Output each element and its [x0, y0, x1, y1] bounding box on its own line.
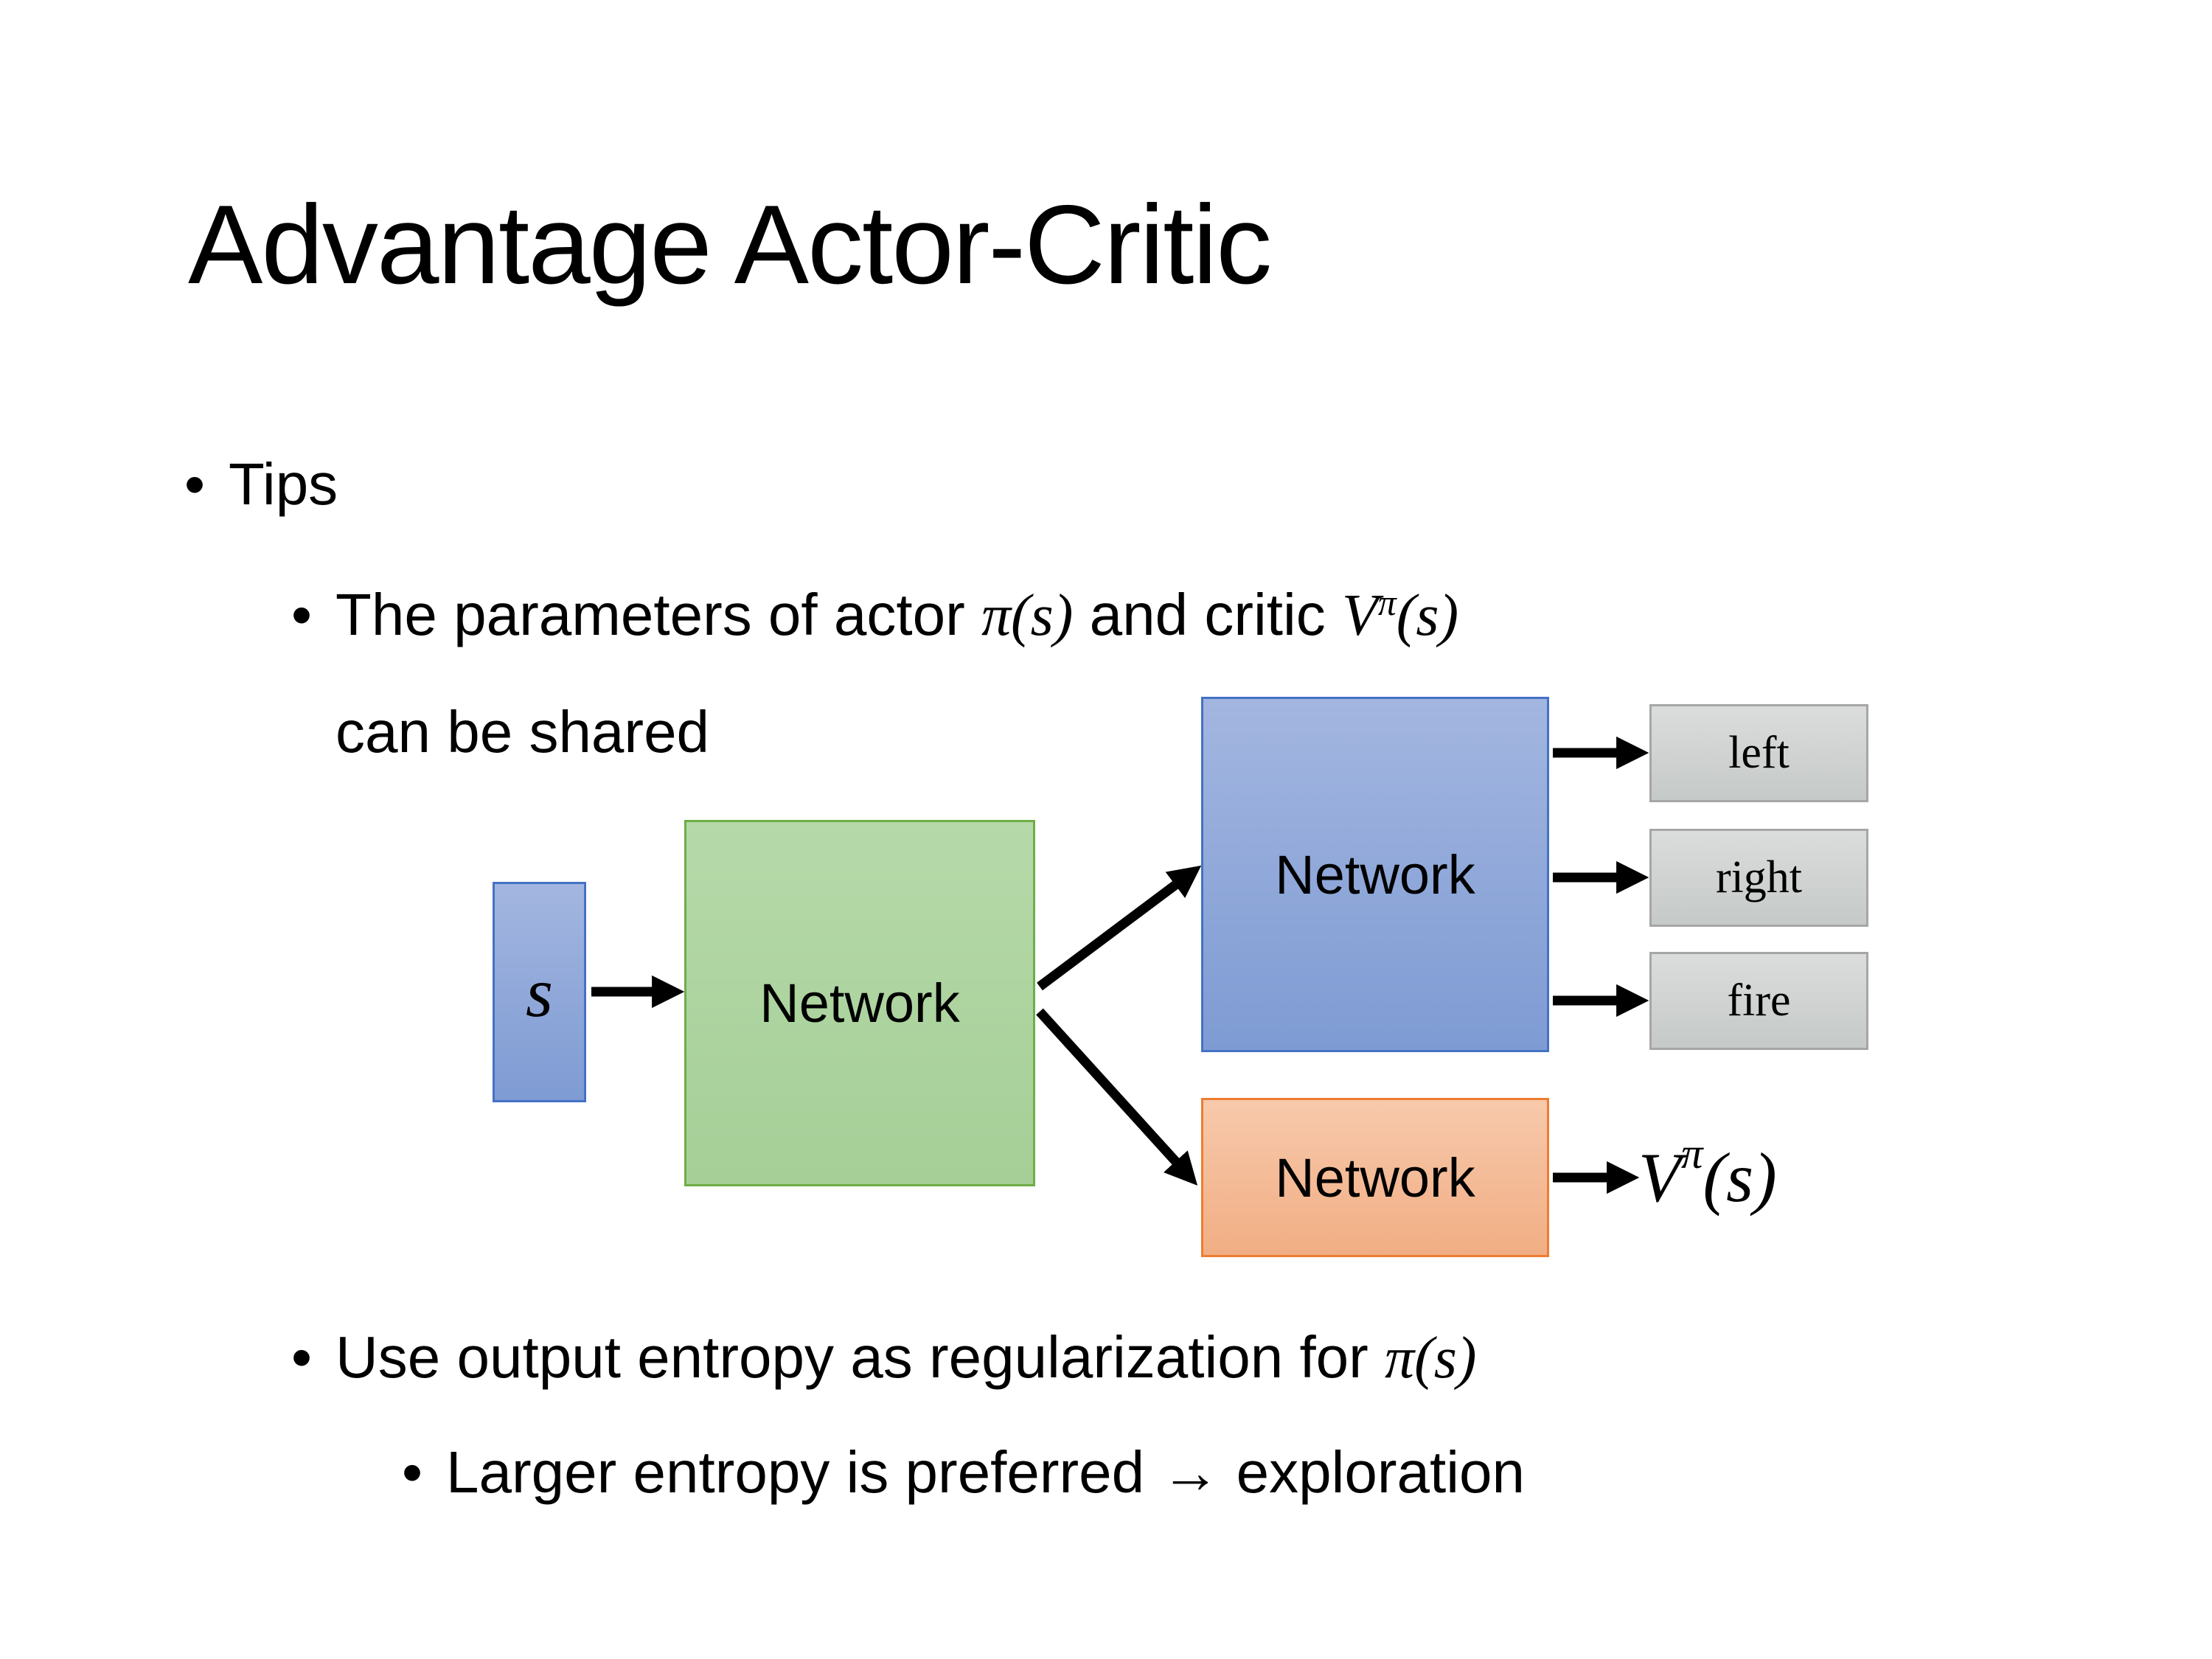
bullet-exploration-text: Larger entropy is preferred → exploratio… [446, 1439, 1525, 1505]
critic-value-args: (s) [1396, 583, 1459, 648]
bullet-shared-params-text: The parameters of actor π(s) and critic … [335, 560, 1458, 787]
bullet-entropy: • Use output entropy as regularization f… [291, 1314, 1477, 1402]
entropy-pre: Use output entropy as regularization for [335, 1324, 1385, 1390]
bullet-shared-params: • The parameters of actor π(s) and criti… [291, 560, 1458, 787]
bullet-icon: • [291, 1324, 313, 1390]
critic-output-base: V [1638, 1138, 1682, 1217]
shared-params-mid: and critic [1073, 582, 1343, 647]
critic-value-base: V [1342, 583, 1378, 648]
action-left-label: left [1728, 728, 1790, 778]
input-state-label: s [526, 953, 553, 1032]
critic-value-sup: π [1377, 582, 1397, 623]
bullet-icon: • [291, 582, 313, 647]
actor-policy-math: π(s) [981, 583, 1074, 648]
arrow-shared-to-actor [1037, 865, 1202, 991]
action-left-box: left [1649, 704, 1868, 802]
shared-params-line2: can be shared [335, 699, 710, 765]
bullet-entropy-text: Use output entropy as regularization for… [335, 1314, 1477, 1402]
actor-network-label: Network [1275, 844, 1475, 905]
action-right-label: right [1715, 852, 1803, 902]
action-right-box: right [1649, 829, 1868, 927]
input-state-box: s [493, 882, 586, 1102]
bullet-icon: • [402, 1439, 423, 1505]
critic-output-sup: π [1681, 1129, 1703, 1178]
action-fire-label: fire [1727, 975, 1791, 1026]
critic-output-args: (s) [1703, 1138, 1777, 1217]
shared-params-pre: The parameters of actor [335, 582, 981, 647]
shared-network-label: Network [759, 973, 960, 1034]
page-title: Advantage Actor-Critic [188, 182, 1272, 307]
bullet-exploration: • Larger entropy is preferred → explorat… [402, 1429, 1525, 1516]
bullet-icon: • [184, 451, 206, 517]
shared-network-box: Network [684, 820, 1035, 1186]
bullet-tips: • Tips [184, 441, 338, 528]
action-fire-box: fire [1649, 952, 1868, 1050]
critic-value-math: Vπ(s) [1342, 582, 1459, 648]
critic-network-label: Network [1275, 1147, 1475, 1208]
actor-network-box: Network [1201, 697, 1549, 1052]
critic-network-box: Network [1201, 1098, 1549, 1257]
bullet-tips-label: Tips [229, 451, 338, 517]
arrow-shared-to-critic [1036, 1008, 1198, 1186]
entropy-policy-math: π(s) [1385, 1326, 1477, 1391]
